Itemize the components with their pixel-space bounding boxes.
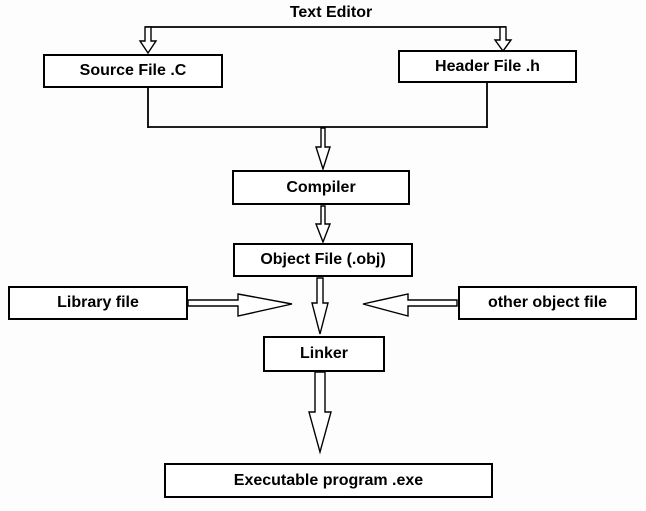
object-to-linker-arrow-icon <box>311 277 329 335</box>
compiler-to-object-arrow-icon <box>314 205 332 244</box>
library-to-linker-arrow-icon <box>187 293 293 317</box>
node-linker: Linker <box>263 336 385 372</box>
otherobject-to-linker-arrow-icon <box>362 293 458 317</box>
node-executable-program: Executable program .exe <box>164 463 493 498</box>
texteditor-to-header-arrow-icon <box>493 26 513 53</box>
node-library-file: Library file <box>8 286 188 320</box>
linker-to-executable-arrow-icon <box>308 371 332 455</box>
node-header-file: Header File .h <box>398 50 577 83</box>
merge-to-compiler-arrow-icon <box>315 127 331 172</box>
node-other-object-file: other object file <box>458 286 637 320</box>
node-source-file: Source File .C <box>43 54 223 88</box>
diagram-title: Text Editor <box>289 4 373 21</box>
node-compiler: Compiler <box>232 170 410 205</box>
texteditor-to-source-arrow-icon <box>138 26 158 55</box>
node-object-file: Object File (.obj) <box>233 243 413 277</box>
